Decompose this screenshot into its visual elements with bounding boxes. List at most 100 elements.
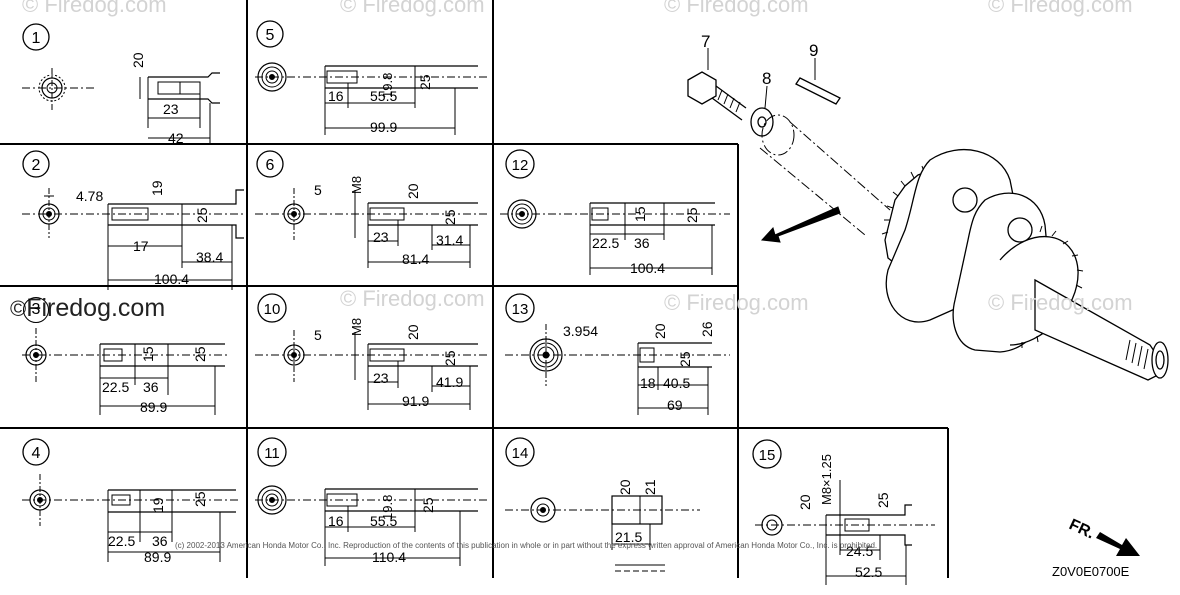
panel-12-dim-25: 25 (684, 207, 700, 223)
panel-number-15-text: 15 (759, 447, 776, 464)
panel-4-dim-22.5: 22.5 (108, 533, 135, 549)
panel-5-dim-19.8: 19.8 (380, 73, 395, 98)
panel-11-dim-16: 16 (328, 513, 344, 529)
part-callout-7: 7 (701, 32, 710, 51)
panel-10-dim-25: 25 (442, 350, 458, 366)
panel-number-14-text: 14 (512, 445, 529, 462)
copyright-symbol-icon: © (10, 296, 27, 321)
panel-12 (500, 199, 730, 275)
panel-3-dim-15: 15 (140, 346, 156, 362)
panel-4-dim-19: 19 (150, 497, 166, 513)
part-callout-8: 8 (762, 69, 771, 88)
panel-10-dim-20: 20 (405, 324, 421, 340)
panel-14-dim-21: 21 (642, 479, 658, 495)
panel-14-dim-20: 20 (617, 479, 633, 495)
panel-1-dim-20: 20 (130, 52, 146, 68)
panel-2 (22, 188, 245, 290)
panel-number-2-text: 2 (32, 157, 41, 174)
panel-13-dim-40.5: 40.5 (663, 375, 690, 391)
front-direction-arrow (760, 206, 841, 243)
panel-number-6-text: 6 (266, 157, 275, 174)
panel-6-dim-20: 20 (405, 183, 421, 199)
panel-number-11: 11 (257, 437, 287, 467)
panel-6-dim-M8: M8 (349, 176, 364, 194)
panel-3-dim-89.9: 89.9 (140, 399, 167, 415)
panel-number-6: 6 (256, 150, 284, 178)
panel-15-dim-24.5: 24.5 (846, 543, 873, 559)
panel-15-dim-52.5: 52.5 (855, 564, 882, 580)
panel-number-10-text: 10 (264, 301, 281, 318)
panel-11-dim-25: 25 (420, 497, 436, 513)
panel-13-dim-18: 18 (640, 375, 656, 391)
panel-11-dim-19.8: 19.8 (380, 495, 395, 520)
watermark: © Firedog.com (664, 0, 809, 17)
panel-6-dim-31.4: 31.4 (436, 232, 463, 248)
panel-number-4: 4 (22, 438, 50, 466)
panel-15-dim-25: 25 (875, 492, 891, 508)
panel-12-dim-36: 36 (634, 235, 650, 251)
panel-4-dim-89.9: 89.9 (144, 549, 171, 565)
panel-1 (22, 68, 220, 145)
panel-number-14: 14 (505, 437, 535, 467)
key-part (795, 77, 841, 105)
panel-6-dim-23: 23 (373, 229, 389, 245)
panel-2-dim-19: 19 (149, 180, 165, 196)
panel-number-12: 12 (505, 149, 535, 179)
panel-10-dim-41.9: 41.9 (436, 374, 463, 390)
copyright-notice: (c) 2002-2013 American Honda Motor Co., … (175, 541, 878, 550)
panel-14-dim-21.5: 21.5 (615, 529, 642, 545)
exploded-view (687, 48, 1169, 381)
panel-11 (255, 485, 490, 566)
panel-number-13-text: 13 (512, 301, 529, 318)
panel-13-dim-20: 20 (652, 323, 668, 339)
panel-5-dim-99.9: 99.9 (370, 119, 397, 135)
output-shaft (1034, 278, 1169, 381)
watermark: © Firedog.com (340, 0, 485, 17)
panel-5-dim-25: 25 (417, 74, 433, 90)
panel-grid (0, 0, 949, 578)
watermark-dark: ©Firedog.com (10, 294, 165, 323)
panel-5-dim-16: 16 (328, 88, 344, 104)
watermark: © Firedog.com (988, 290, 1133, 315)
diagram-code: Z0V0E0700E (1052, 564, 1130, 579)
panel-2-dim-17: 17 (133, 238, 149, 254)
panel-6-dim-81.4: 81.4 (402, 251, 429, 267)
panel-15 (755, 480, 935, 585)
panel-number-13: 13 (505, 293, 535, 323)
panel-12-dim-15: 15 (632, 206, 648, 222)
fr-label: FR. (1066, 516, 1097, 542)
panel-2-dim-38.4: 38.4 (196, 249, 223, 265)
panel-3-dim-22.5: 22.5 (102, 379, 129, 395)
panel-number-11-text: 11 (264, 445, 280, 462)
panel-11-dim-110.4: 110.4 (372, 549, 406, 565)
panel-number-1-text: 1 (32, 30, 41, 47)
panel-6-dim-5: 5 (314, 182, 322, 198)
panel-11-dim-55.5: 55.5 (370, 513, 397, 529)
panel-3 (22, 328, 230, 415)
panel-number-3-text: 3 (31, 301, 41, 318)
panel-10 (255, 330, 490, 410)
panel-6-dim-25: 25 (442, 209, 458, 225)
panel-10-dim-23: 23 (373, 370, 389, 386)
panel-15-dim-M8x1.25: M8×1.25 (819, 454, 834, 505)
panel-number-1: 1 (22, 23, 50, 51)
panel-4-dim-36: 36 (152, 533, 168, 549)
panel-1-dim-42: 42 (168, 130, 184, 146)
panel-2-dim-25: 25 (194, 207, 210, 223)
panel-4 (22, 474, 240, 562)
panel-4-dim-25: 25 (192, 491, 208, 507)
panel-13 (505, 324, 730, 415)
watermark: © Firedog.com (22, 0, 167, 17)
fr-arrow-icon (1096, 532, 1140, 556)
watermark: © Firedog.com (340, 286, 485, 311)
panel-number-2: 2 (22, 150, 50, 178)
panel-13-dim-25: 25 (677, 351, 693, 367)
panel-number-4-text: 4 (32, 445, 41, 462)
panel-3-dim-36: 36 (143, 379, 159, 395)
panel-2-dim-100.4: 100.4 (154, 271, 189, 287)
panel-5-dim-55.5: 55.5 (370, 88, 397, 104)
panel-number-15: 15 (752, 439, 782, 469)
watermark: © Firedog.com (988, 0, 1133, 17)
